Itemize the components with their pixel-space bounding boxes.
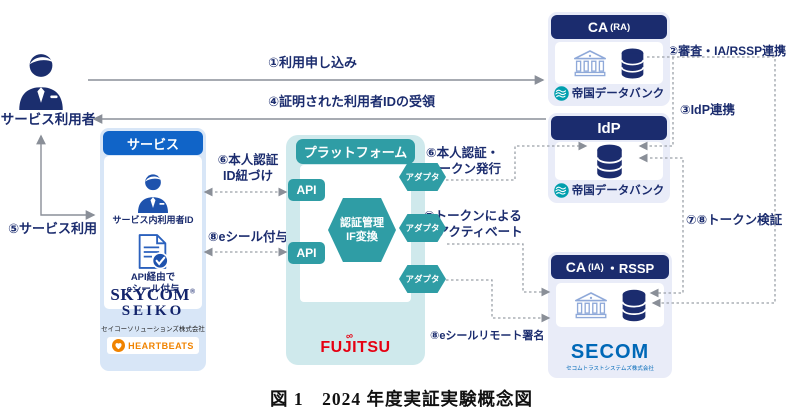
service-user-id-label: サービス内利用者ID [112,215,194,225]
ca-ia-panel [556,283,664,327]
label-1-apply: ①利用申し込み [268,55,358,70]
bank-icon [574,291,607,318]
auth-if-hexagon: 認証管理 IF変換 [328,198,396,262]
label-4-receive-id: ④証明された利用者IDの受領 [268,94,436,109]
service-box-header: サービス [103,131,203,155]
heartbeats-logo: HEARTBEATS [107,337,199,355]
service-user-label: サービス利用者 [0,112,96,127]
platform-box-header: プラットフォーム [296,139,415,164]
service-box: サービス サービス内利用者ID API経由で eシール付与 SKYCOM® SE… [100,128,206,371]
ca-ra-panel [555,42,663,84]
arrow-5-service-use [36,134,96,220]
adapter-hexagon-1: アダプタ [399,163,446,191]
ca-ra-header: CA (RA) [551,15,667,39]
secom-company-name: セコムトラストシステムズ株式会社 [566,366,654,372]
ca-ia-rssp-header: CA (IA) ・RSSP [551,255,669,279]
adapter-hexagon-2: アダプタ [399,214,446,242]
api-eseal-label: API経由で eシール付与 [126,272,180,296]
seiko-logo: SEIKO [121,303,185,319]
tdb-logo: 帝国データバンク [548,182,670,198]
label-5-service-use: ⑤サービス利用 [8,221,98,236]
user-icon [138,174,168,213]
database-icon [621,289,646,321]
person-icon [19,54,63,110]
idp-header: IdP [551,116,667,140]
figure-caption: 図 1 2024 年度実証実験概念図 [270,389,533,409]
label-2-examination: ②審査・IA/RSSP連携 [668,44,787,58]
fujitsu-infinity-mark: ∞ [344,330,355,343]
database-icon [620,48,645,78]
adapter-hexagon-3: アダプタ [399,265,446,293]
api-box-1: API [288,179,325,201]
skycom-logo: SKYCOM® [110,285,196,304]
tdb-icon [553,85,569,101]
ca-ra-box: CA (RA) 帝国データバンク [548,12,670,106]
label-78-token-verify: ⑦⑧トークン検証 [686,213,783,227]
arrow-7-key-activate [447,243,551,297]
fujitsu-logo: FUJITSU∞ [320,330,391,356]
idp-box: IdP 帝国データバンク [548,113,670,203]
api-box-2: API [288,242,325,264]
seiko-company-name: セイコーソリューションズ株式会社 [101,326,205,334]
tdb-logo: 帝国データバンク [548,85,670,101]
heartbeats-icon [112,339,126,353]
idp-panel [555,142,663,180]
tdb-icon [553,182,569,198]
ca-ia-rssp-box: CA (IA) ・RSSP SECOM セコムトラストシステムズ株式会社 [548,252,672,378]
database-icon [595,144,623,178]
label-7-key-activate: ⑦トークンによる 鍵アクティベート [424,209,523,239]
document-check-icon [138,234,169,270]
service-logos: SKYCOM® SEIKO セイコーソリューションズ株式会社 HEARTBEAT… [100,285,206,355]
label-8-remote-sign: ⑧eシールリモート署名 [430,330,545,342]
bank-icon [573,49,607,76]
arrow-8-remote-sign [446,279,551,323]
label-3-idp-link: ③IdP連携 [680,103,736,117]
service-box-panel: サービス内利用者ID API経由で eシール付与 [104,156,202,309]
label-6-id-link: ⑥本人認証 ID紐づけ [217,153,279,183]
secom-logo: SECOM セコムトラストシステムズ株式会社 [566,341,654,372]
platform-box: プラットフォーム 認証管理 IF変換 API API アダプタ アダプタ アダプ… [286,135,446,365]
label-8-eseal: ⑧eシール付与 [207,230,289,244]
